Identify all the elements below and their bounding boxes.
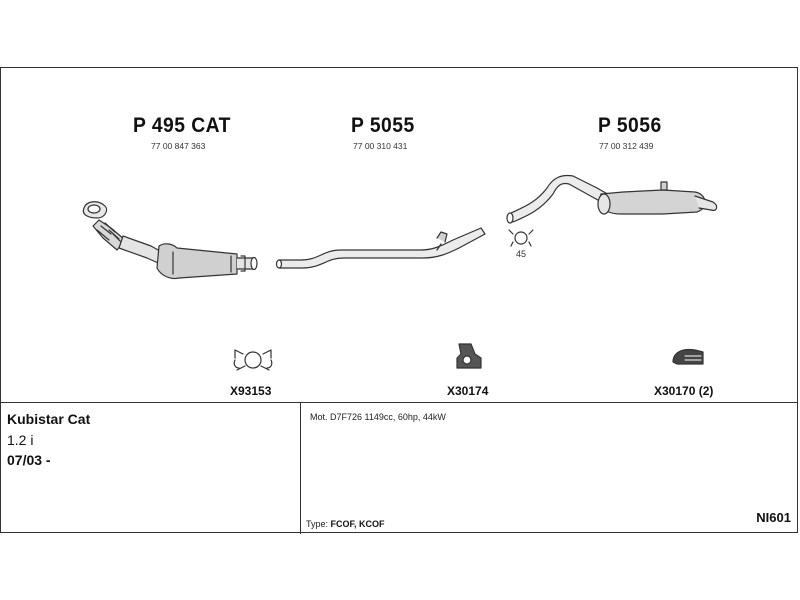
rubber-mount-icon <box>456 343 482 369</box>
part-title-middle-pipe: P 5055 <box>351 114 415 137</box>
accessory-label-clamp: X93153 <box>230 384 272 398</box>
part-number-catalyst: 77 00 847 363 <box>151 141 206 151</box>
type-value: FCOF, KCOF <box>330 519 385 529</box>
type-row: Type: FCOF, KCOF <box>306 519 385 529</box>
hanger-icon <box>672 348 704 365</box>
vehicle-engine: 1.2 i <box>7 432 34 448</box>
small-clamp-drawing <box>508 229 534 247</box>
type-label: Type: <box>306 519 329 529</box>
diagram-sheet: P 495 CAT 77 00 847 363 P 5055 77 00 310… <box>0 67 798 534</box>
small-clamp-label: 45 <box>516 249 527 259</box>
divider-vertical <box>300 402 301 534</box>
motor-spec: Mot. D7F726 1149cc, 60hp, 44kW <box>310 412 446 422</box>
part-title-rear-silencer: P 5056 <box>598 114 662 137</box>
middle-pipe-part-drawing <box>275 227 486 269</box>
part-number-middle-pipe: 77 00 310 431 <box>353 141 408 151</box>
divider-horizontal <box>1 402 797 403</box>
part-number-rear-silencer: 77 00 312 439 <box>599 141 654 151</box>
reference-code: NI601 <box>756 510 791 525</box>
vehicle-model: Kubistar Cat <box>7 411 91 427</box>
accessory-label-hanger: X30170 (2) <box>654 384 714 398</box>
clamp-icon <box>233 349 273 371</box>
vehicle-date: 07/03 - <box>7 452 51 468</box>
accessory-label-rubber-mount: X30174 <box>447 384 489 398</box>
catalyst-part-drawing <box>82 201 258 280</box>
rear-silencer-part-drawing <box>506 174 718 224</box>
part-title-catalyst: P 495 CAT <box>133 114 231 137</box>
exhaust-drawing <box>82 174 718 371</box>
